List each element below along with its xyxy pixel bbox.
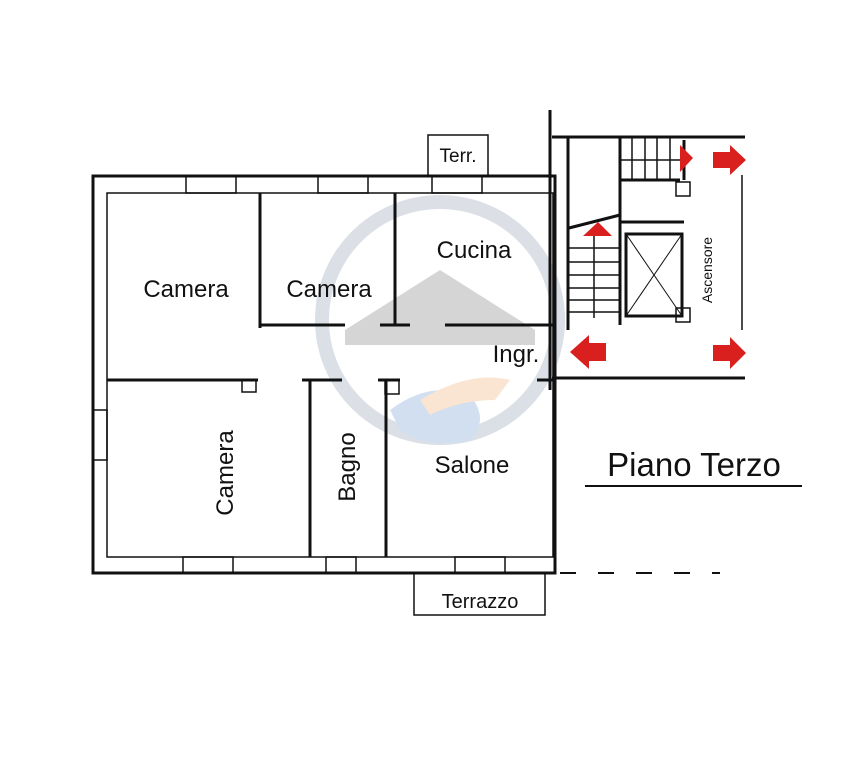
plan-title: Piano Terzo bbox=[607, 446, 781, 483]
room-label-ingresso: Ingr. bbox=[493, 341, 540, 368]
arrow-icon bbox=[583, 222, 612, 236]
room-label-camera: Camera bbox=[286, 276, 372, 303]
room-label-camera: Camera bbox=[143, 276, 229, 303]
room-label-salone: Salone bbox=[435, 452, 510, 479]
room-label-camera: Camera bbox=[212, 430, 239, 516]
room-label-cucina: Cucina bbox=[437, 237, 512, 264]
room-label-ascensore: Ascensore bbox=[699, 237, 715, 303]
room-label-terrazzo: Terrazzo bbox=[442, 591, 519, 613]
room-label-terr: Terr. bbox=[440, 146, 477, 167]
elevator-shaft bbox=[624, 232, 684, 318]
room-label-bagno: Bagno bbox=[334, 432, 361, 501]
arrow-icon bbox=[570, 335, 606, 369]
arrow-icon bbox=[713, 337, 746, 369]
arrow-icon bbox=[680, 145, 693, 172]
walls bbox=[91, 134, 720, 616]
stairwell bbox=[548, 110, 746, 390]
arrow-icon bbox=[713, 145, 746, 175]
